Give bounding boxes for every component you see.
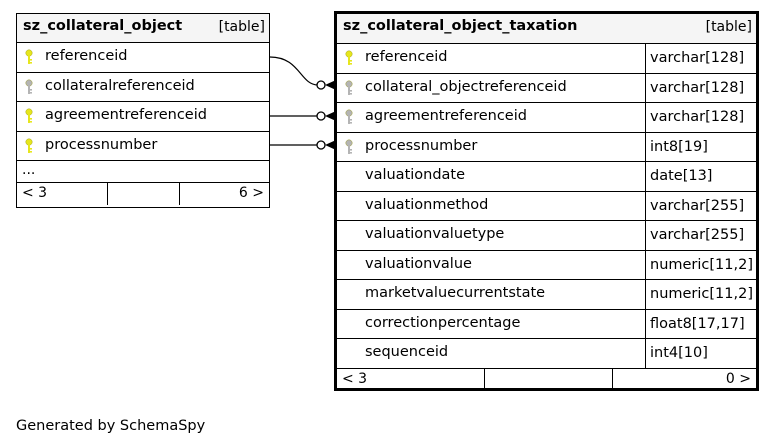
right-table-name[interactable]: sz_collateral_object_taxation <box>343 18 578 34</box>
left-table[interactable]: sz_collateral_object [table] referenceid… <box>16 13 270 208</box>
right-column-type: int8[19] <box>645 132 756 161</box>
right-column-type: int4[10] <box>645 339 756 368</box>
right-table[interactable]: sz_collateral_object_taxation [table] re… <box>334 11 759 391</box>
crowfoot-arrow <box>325 140 336 150</box>
right-column-type: numeric[11,2] <box>645 280 756 309</box>
relation-circle <box>316 80 326 90</box>
primary-key-icon <box>344 50 354 67</box>
right-column-name: correctionpercentage <box>365 314 521 331</box>
left-column-row[interactable]: processnumber <box>17 132 269 161</box>
right-column-name: valuationdate <box>365 167 466 183</box>
right-column-type: float8[17,17] <box>645 309 756 338</box>
left-table-header: sz_collateral_object [table] <box>17 14 269 43</box>
right-column-name: valuationvaluetype <box>365 226 505 242</box>
left-column-row[interactable]: collateralreferenceid <box>17 73 269 102</box>
right-column-type: varchar[128] <box>645 44 756 73</box>
left-column-name: agreementreferenceid <box>45 107 207 123</box>
right-column-name: sequenceid <box>365 344 449 360</box>
right-column-name: collateral_objectreferenceid <box>365 78 567 95</box>
right-column-row[interactable]: valuationmethod varchar[255] <box>337 191 756 221</box>
relation-circle <box>316 140 326 150</box>
right-column-row[interactable]: valuationdate date[13] <box>337 162 756 192</box>
foreign-key-icon <box>344 80 354 97</box>
nav-divider <box>612 368 613 391</box>
right-column-type: varchar[255] <box>645 191 756 220</box>
right-column-name: agreementreferenceid <box>365 108 527 124</box>
right-column-row[interactable]: valuationvaluetype varchar[255] <box>337 221 756 251</box>
right-column-name: processnumber <box>365 137 478 154</box>
right-column-type: date[13] <box>645 162 756 191</box>
right-column-row[interactable]: correctionpercentage float8[17,17] <box>337 309 756 339</box>
relation-line-referenceid <box>269 56 319 86</box>
right-column-row[interactable]: marketvaluecurrentstate numeric[11,2] <box>337 280 756 310</box>
relation-circle <box>316 111 326 121</box>
left-table-kind: [table] <box>218 19 265 35</box>
right-column-type: numeric[11,2] <box>645 250 756 279</box>
nav-divider <box>107 183 108 205</box>
primary-key-icon <box>24 138 34 155</box>
left-column-name: referenceid <box>45 48 128 64</box>
right-nav-next[interactable]: 0 > <box>725 370 751 387</box>
right-table-kind: [table] <box>705 19 752 35</box>
left-column-row[interactable]: agreementreferenceid <box>17 102 269 132</box>
right-column-row[interactable]: valuationvalue numeric[11,2] <box>337 250 756 280</box>
right-column-type: varchar[128] <box>645 73 756 102</box>
left-column-row[interactable]: referenceid <box>17 43 269 73</box>
foreign-key-icon <box>24 79 34 96</box>
left-table-columns: referenceid collateralreferenceid agreemen… <box>17 43 269 161</box>
left-table-name[interactable]: sz_collateral_object <box>23 18 183 34</box>
footer-text: Generated by SchemaSpy <box>16 418 206 434</box>
right-column-type: varchar[255] <box>645 221 756 250</box>
left-table-ellipsis: ... <box>17 161 269 183</box>
foreign-key-icon <box>344 139 354 156</box>
primary-key-icon <box>24 49 34 66</box>
left-column-name: collateralreferenceid <box>45 77 195 94</box>
crowfoot-arrow <box>325 80 336 90</box>
right-column-row[interactable]: referenceid varchar[128] <box>337 44 756 74</box>
primary-key-icon <box>24 108 34 125</box>
right-column-row[interactable]: collateral_objectreferenceid varchar[128] <box>337 73 756 103</box>
left-nav-prev[interactable]: < 3 <box>22 185 48 201</box>
right-nav-prev[interactable]: < 3 <box>342 370 368 387</box>
right-table-nav: < 3 0 > <box>337 368 756 391</box>
right-column-name: referenceid <box>365 49 448 65</box>
crowfoot-arrow <box>325 111 336 121</box>
right-column-name: valuationvalue <box>365 255 472 272</box>
right-column-type: varchar[128] <box>645 103 756 132</box>
foreign-key-icon <box>344 109 354 126</box>
nav-divider <box>179 183 180 205</box>
left-table-nav: < 3 6 > <box>17 183 269 205</box>
ellipsis-text: ... <box>22 162 36 178</box>
right-column-row[interactable]: processnumber int8[19] <box>337 132 756 162</box>
nav-divider <box>484 368 485 391</box>
left-column-name: processnumber <box>45 136 158 153</box>
right-column-row[interactable]: agreementreferenceid varchar[128] <box>337 103 756 133</box>
right-column-row[interactable]: sequenceid int4[10] <box>337 339 756 369</box>
right-table-header: sz_collateral_object_taxation [table] <box>337 14 756 44</box>
right-column-name: marketvaluecurrentstate <box>365 285 546 301</box>
right-column-name: valuationmethod <box>365 196 489 213</box>
left-nav-next[interactable]: 6 > <box>238 185 264 201</box>
